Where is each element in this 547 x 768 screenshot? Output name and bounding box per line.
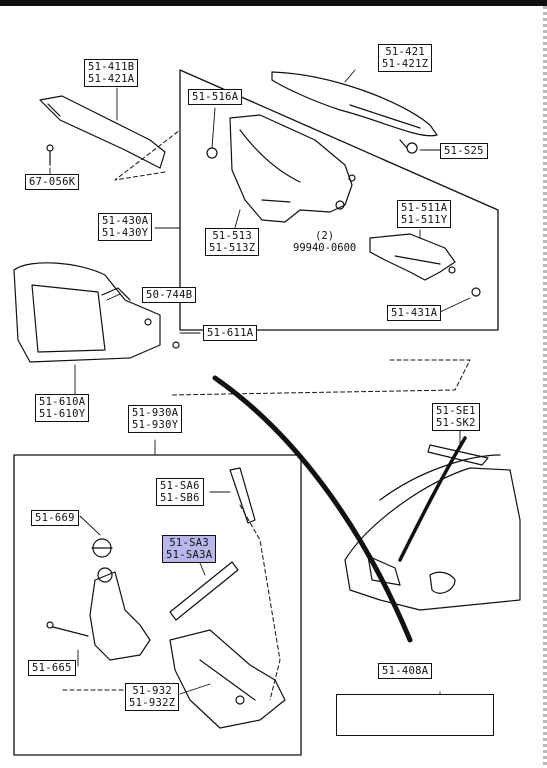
link-arm-upper xyxy=(229,467,256,524)
car-illustration xyxy=(344,467,521,611)
label-67-056k[interactable]: 67-056K xyxy=(25,174,80,190)
label-99940-0600[interactable]: (2)99940-0600 xyxy=(293,230,357,254)
headlamp-housing xyxy=(229,114,353,223)
base-bracket xyxy=(169,629,286,729)
cable-line xyxy=(212,375,413,643)
upper-assembly-frame xyxy=(179,69,499,331)
headlamp-bezel xyxy=(13,262,161,363)
caution-label-sticker xyxy=(336,694,494,736)
label-51-516a[interactable]: 51-516A xyxy=(188,89,243,105)
label-51-611a[interactable]: 51-611A xyxy=(203,325,258,341)
hood-trim-strip xyxy=(271,71,438,137)
label-51-665[interactable]: 51-665 xyxy=(28,660,76,676)
top-border xyxy=(0,0,547,6)
bracket-left xyxy=(39,95,166,169)
label-51-431a[interactable]: 51-431A xyxy=(387,305,442,321)
lower-assembly-frame xyxy=(13,454,302,756)
page-edge xyxy=(543,6,547,768)
link-arm-lower xyxy=(169,561,239,621)
label-51-s25[interactable]: 51-S25 xyxy=(440,143,488,159)
label-51-669[interactable]: 51-669 xyxy=(31,510,79,526)
label-50-744b[interactable]: 50-744B xyxy=(142,287,197,303)
retractor-motor xyxy=(89,571,151,661)
label-51-408a[interactable]: 51-408A xyxy=(378,663,433,679)
motor-bracket xyxy=(369,233,456,281)
seal-strip xyxy=(427,444,489,466)
